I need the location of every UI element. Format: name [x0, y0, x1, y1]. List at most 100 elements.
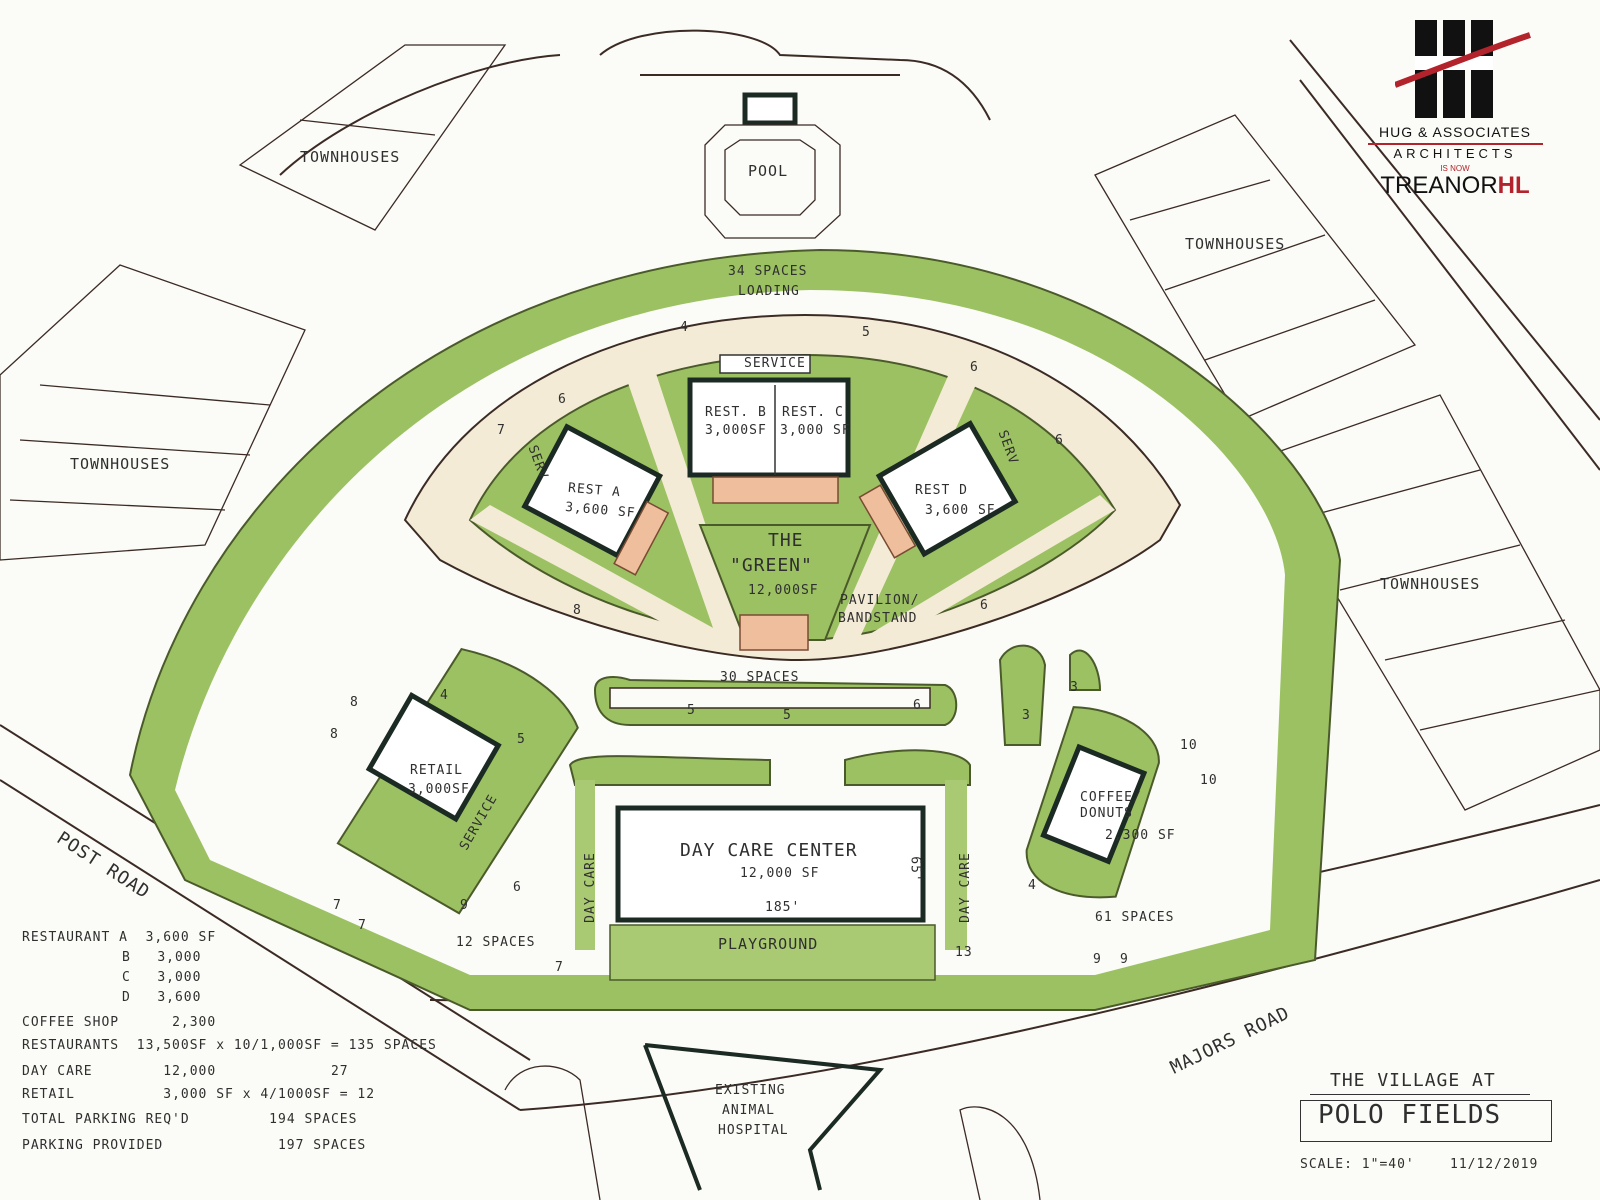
date-label: 11/12/2019 — [1450, 1157, 1539, 1172]
table-row: COFFEE SHOP 2,300 — [22, 1015, 217, 1030]
table-row: RETAIL 3,000 SF x 4/1000SF = 12 — [22, 1087, 376, 1102]
retail-sf-label: 3,000SF — [408, 782, 470, 797]
logo-sub: ARCHITECTS — [1393, 146, 1517, 161]
spaces-61-label: 61 SPACES — [1095, 910, 1175, 925]
townhouses-w-label: TOWNHOUSES — [70, 455, 171, 473]
table-row: C 3,000 — [122, 970, 202, 985]
company-logo: HUG & ASSOCIATES ARCHITECTS IS NOW TREAN… — [1360, 20, 1550, 199]
daycare-side-right-label: DAY CARE — [957, 852, 973, 923]
daycare-side-left-label: DAY CARE — [582, 852, 598, 923]
count-label: 9 — [1093, 952, 1102, 967]
count-label: 6 — [980, 598, 989, 613]
rest-b-sf-label: 3,000SF — [705, 423, 767, 438]
count-label: 6 — [913, 698, 922, 713]
rest-b-c-patio — [712, 476, 839, 504]
logo-brand-a: TREANOR — [1380, 172, 1498, 199]
loading-label: LOADING — [738, 284, 800, 299]
green-sf-label: 12,000SF — [748, 583, 819, 598]
table-row: TOTAL PARKING REQ'D 194 SPACES — [22, 1112, 358, 1127]
rest-d-building — [875, 420, 1019, 558]
count-label: 10 — [1180, 738, 1198, 753]
the-green-lawn — [698, 524, 872, 641]
count-label: 7 — [497, 423, 506, 438]
table-row: PARKING PROVIDED 197 SPACES — [22, 1138, 367, 1153]
townhouse-block-e — [1254, 394, 1600, 811]
pavilion-label-2: BANDSTAND — [838, 611, 918, 626]
green-label-1: THE — [768, 530, 804, 551]
pool — [704, 92, 841, 239]
rest-b-label: REST. B — [705, 405, 767, 420]
count-label: 3 — [1022, 708, 1031, 723]
townhouses-e-label: TOWNHOUSES — [1380, 575, 1481, 593]
count-label: 8 — [330, 727, 339, 742]
logo-is-now: IS NOW — [1440, 164, 1470, 173]
count-label: 4 — [680, 320, 689, 335]
pool-label: POOL — [748, 162, 789, 180]
townhouse-block-ne — [1094, 114, 1417, 421]
count-label: 5 — [687, 703, 696, 718]
count-label: 4 — [1028, 878, 1037, 893]
title-line-2: POLO FIELDS — [1318, 1100, 1502, 1130]
count-label: 6 — [970, 360, 979, 375]
count-label: 5 — [783, 708, 792, 723]
spaces-34-label: 34 SPACES — [728, 264, 808, 279]
retail-label: RETAIL — [410, 763, 463, 778]
table-row: B 3,000 — [122, 950, 202, 965]
existing-label-1: EXISTING — [715, 1083, 786, 1098]
rest-a-building — [521, 423, 664, 559]
existing-label-3: HOSPITAL — [718, 1123, 789, 1138]
green-label-2: "GREEN" — [730, 555, 813, 576]
playground — [609, 924, 936, 981]
count-label: 4 — [440, 688, 449, 703]
pavilion — [739, 614, 809, 651]
count-label: 5 — [517, 732, 526, 747]
count-label: 7 — [555, 960, 564, 975]
logo-brand-b: HL — [1497, 172, 1530, 199]
logo-company: HUG & ASSOCIATES — [1379, 124, 1531, 140]
rest-d-label: REST D — [915, 483, 968, 498]
logo-mark — [1395, 20, 1531, 118]
south-islands — [568, 676, 971, 786]
count-label: 9 — [1120, 952, 1129, 967]
rest-d-patio — [858, 484, 917, 559]
count-label: 7 — [333, 898, 342, 913]
rest-d-sf-label: 3,600 SF — [925, 503, 996, 518]
coffee-label-2: DONUTS — [1080, 806, 1133, 821]
rest-c-label: REST. C — [782, 405, 844, 420]
count-label: 5 — [862, 325, 871, 340]
count-label: 6 — [558, 392, 567, 407]
count-label: 6 — [1055, 433, 1064, 448]
count-label: 8 — [573, 603, 582, 618]
rest-b-c-building — [687, 377, 851, 478]
table-row: DAY CARE 12,000 27 — [22, 1064, 349, 1079]
count-label: 3 — [1070, 680, 1079, 695]
title-block: THE VILLAGE AT POLO FIELDS SCALE: 1"=40'… — [1300, 1070, 1560, 1180]
title-line-1: THE VILLAGE AT — [1330, 1070, 1496, 1091]
count-label: 10 — [1200, 773, 1218, 788]
table-row: RESTAURANT A 3,600 SF — [22, 930, 217, 945]
service-label: SERVICE — [744, 356, 806, 371]
rest-a-patio — [613, 500, 670, 576]
count-label: 7 — [358, 918, 367, 933]
pavilion-label-1: PAVILION/ — [840, 593, 920, 608]
table-row: RESTAURANTS 13,500SF x 10/1,000SF = 135 … — [22, 1038, 437, 1053]
count-label: 6 — [513, 880, 522, 895]
logo-brand: TREANORHL — [1360, 172, 1550, 200]
scale-label: SCALE: 1"=40' — [1300, 1157, 1415, 1172]
coffee-sf-label: 2,300 SF — [1105, 828, 1176, 843]
spaces-12-label: 12 SPACES — [456, 935, 536, 950]
daycare-label: DAY CARE CENTER — [680, 840, 858, 861]
service-strip — [719, 354, 811, 374]
townhouses-nw-label: TOWNHOUSES — [300, 148, 401, 166]
playground-label: PLAYGROUND — [718, 935, 819, 953]
daycare-building — [615, 805, 926, 923]
dim-65-label: 65' — [907, 856, 923, 883]
count-label: 9 — [460, 898, 469, 913]
table-row: D 3,600 — [122, 990, 202, 1005]
rest-c-sf-label: 3,000 SF — [780, 423, 851, 438]
existing-label-2: ANIMAL — [722, 1103, 775, 1118]
dim-185-label: 185' — [765, 900, 801, 915]
spaces-30-label: 30 SPACES — [720, 670, 800, 685]
count-label: 8 — [350, 695, 359, 710]
townhouses-ne-label: TOWNHOUSES — [1185, 235, 1286, 253]
